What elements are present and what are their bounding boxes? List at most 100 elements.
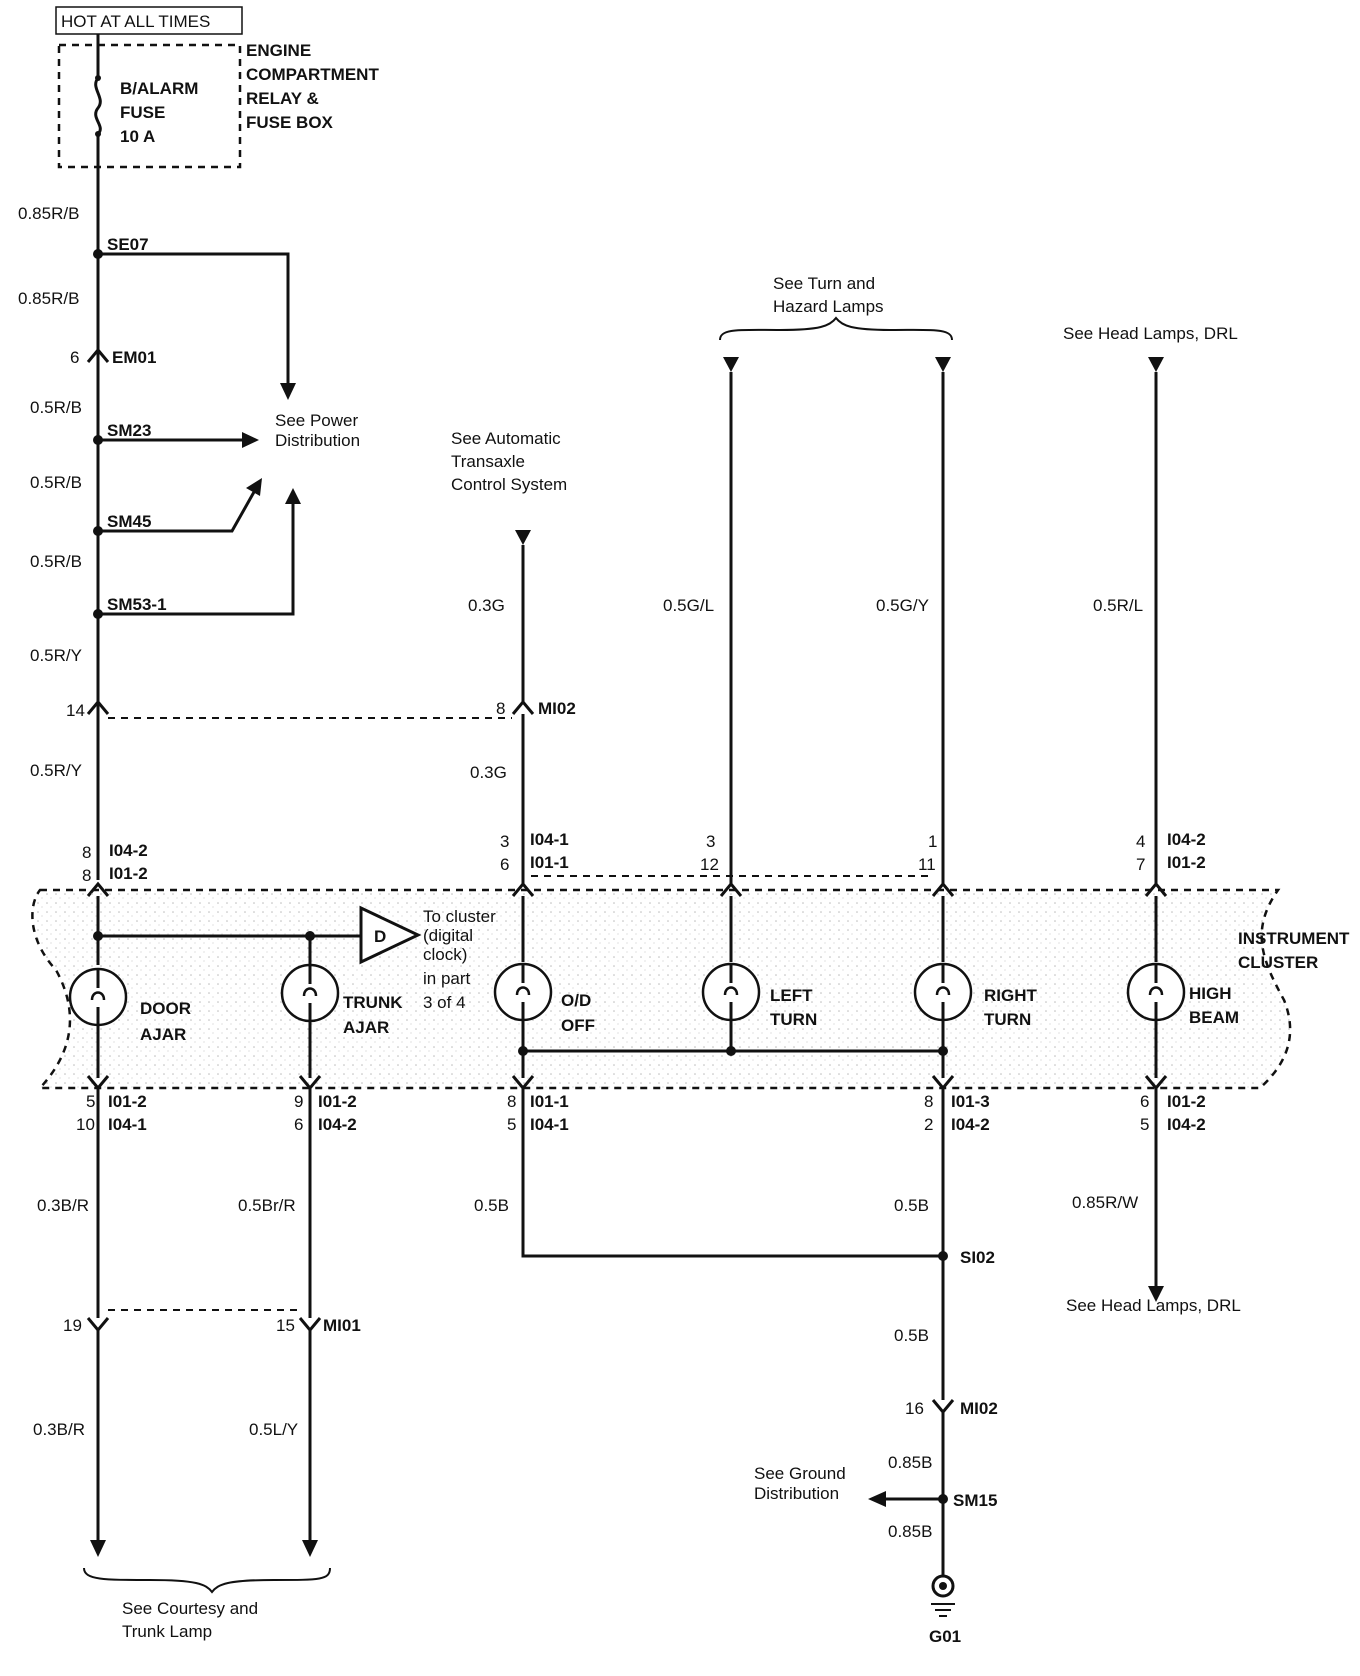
instrument-cluster-outline	[31, 888, 1292, 1090]
hot-at-all-times-box	[55, 6, 243, 35]
connector-pin: 6	[500, 855, 509, 874]
connector-pin: 5	[1140, 1115, 1149, 1134]
turn-brace	[719, 316, 953, 341]
connector-name: I01-2	[1167, 853, 1206, 872]
splice-label: SM45	[107, 512, 151, 531]
ats-ref: See Automatic Transaxle Control System	[451, 429, 567, 494]
wire-label: 0.5B	[894, 1196, 929, 1215]
connector-pin: 6	[70, 348, 79, 367]
connector-pin: 6	[1140, 1092, 1149, 1111]
connector-name: I04-1	[108, 1115, 147, 1134]
connector-pin: 1	[928, 832, 937, 851]
splice-label: SM15	[953, 1491, 997, 1510]
wire-label: 0.5R/B	[30, 473, 82, 492]
trunk-ajar-label: TRUNK AJAR	[343, 993, 407, 1037]
wire-label: 0.85B	[888, 1522, 932, 1541]
wire-label: 0.5G/Y	[876, 596, 929, 615]
right-turn-label: RIGHT TURN	[984, 986, 1042, 1029]
splice-label: SM53-1	[107, 595, 167, 614]
wire-label: 0.3B/R	[33, 1420, 85, 1439]
wire-label: 0.5R/Y	[30, 761, 82, 780]
wire-label: 0.5B	[474, 1196, 509, 1215]
head-lamps-ref-bottom: See Head Lamps, DRL	[1066, 1296, 1241, 1315]
connector-pin: 8	[507, 1092, 516, 1111]
connector-name: I04-2	[318, 1115, 357, 1134]
connector-mi02-left-icon	[86, 699, 110, 715]
connector-pin: 3	[500, 832, 509, 851]
connector-pin: 5	[507, 1115, 516, 1134]
connector-name: I01-2	[109, 864, 148, 883]
clock-module-ref: To cluster (digital clock) in part 3 of …	[423, 907, 500, 1012]
connector-pin: 7	[1136, 855, 1145, 874]
connector-name: I01-3	[951, 1092, 990, 1111]
connector-mi01-icon	[298, 1317, 322, 1333]
fuse-icon	[94, 34, 102, 167]
connector-pin: 2	[924, 1115, 933, 1134]
wire-label: 0.5R/Y	[30, 646, 82, 665]
door-ajar-lamp	[68, 967, 128, 1078]
splice-label: SM23	[107, 421, 151, 440]
door-ajar-label: DOOR AJAR	[140, 999, 196, 1044]
turn-hazard-ref: See Turn and Hazard Lamps	[773, 274, 884, 316]
right-turn-lamp	[913, 962, 973, 1022]
connector-em01-icon	[86, 347, 110, 363]
splice-label: SE07	[107, 235, 149, 254]
connector-name: I04-2	[1167, 830, 1206, 849]
connector-name: I04-2	[951, 1115, 990, 1134]
connector-pin: 16	[905, 1399, 924, 1418]
wire-label: 0.3G	[468, 596, 505, 615]
connector-od-icon	[511, 881, 535, 897]
connector-mi02-bottom-icon	[931, 1399, 955, 1415]
connector-pin: 12	[700, 855, 719, 874]
connector-name: MI02	[960, 1399, 998, 1418]
ground-icon	[931, 1574, 955, 1617]
fuse-label: B/ALARM FUSE 10 A	[120, 79, 203, 146]
wire-label: 0.85R/W	[1072, 1193, 1138, 1212]
wire-label: 0.5L/Y	[249, 1420, 298, 1439]
connector-pin: 9	[294, 1092, 303, 1111]
od-off-label: O/D OFF	[561, 991, 596, 1035]
connector-pin: 3	[706, 832, 715, 851]
connector-pin: 6	[294, 1115, 303, 1134]
connector-pin: 19	[63, 1316, 82, 1335]
connector-right-icon	[931, 881, 955, 897]
wire-label: 0.85B	[888, 1453, 932, 1472]
connector-pin: 8	[82, 866, 91, 885]
connector-pin: 8	[82, 843, 91, 862]
connector-name: I01-2	[1167, 1092, 1206, 1111]
connector-name: MI02	[538, 699, 576, 718]
fuse-box-outline	[57, 43, 242, 169]
wire-label: 0.5R/B	[30, 398, 82, 417]
splice-label: SI02	[960, 1248, 995, 1267]
clock-module-icon	[359, 905, 422, 965]
wire-label: 0.3G	[470, 763, 507, 782]
wire-label: 0.85R/B	[18, 204, 79, 223]
wire-label: 0.3B/R	[37, 1196, 89, 1215]
wire-label: 0.5B	[894, 1326, 929, 1345]
connector-name: I01-2	[318, 1092, 357, 1111]
high-beam-lamp	[1126, 962, 1186, 1078]
connector-name: I04-1	[530, 1115, 569, 1134]
wire-label: 0.85R/B	[18, 289, 79, 308]
connector-pin: 4	[1136, 832, 1145, 851]
connector-mi01-left-icon	[86, 1317, 110, 1333]
connector-name: I04-1	[530, 830, 569, 849]
connector-pin: 8	[496, 699, 505, 718]
connector-name: I01-2	[108, 1092, 147, 1111]
ground-label: G01	[929, 1627, 961, 1646]
wire-label: 0.5R/B	[30, 552, 82, 571]
left-turn-label: LEFT TURN	[770, 986, 817, 1029]
courtesy-trunk-ref: See Courtesy and Trunk Lamp	[122, 1599, 263, 1641]
od-off-lamp	[493, 962, 553, 1022]
connector-name: I01-1	[530, 853, 569, 872]
connector-pin: 14	[66, 701, 85, 720]
wire-label: 0.5R/L	[1093, 596, 1143, 615]
wire-label: 0.5G/L	[663, 596, 714, 615]
ground-distribution-ref: See Ground Distribution	[754, 1464, 850, 1503]
left-turn-lamp	[701, 962, 761, 1022]
connector-mi02-icon	[511, 699, 535, 715]
courtesy-brace	[83, 1567, 331, 1594]
connector-left-icon	[719, 881, 743, 897]
power-distribution-ref: See Power Distribution	[275, 411, 363, 450]
